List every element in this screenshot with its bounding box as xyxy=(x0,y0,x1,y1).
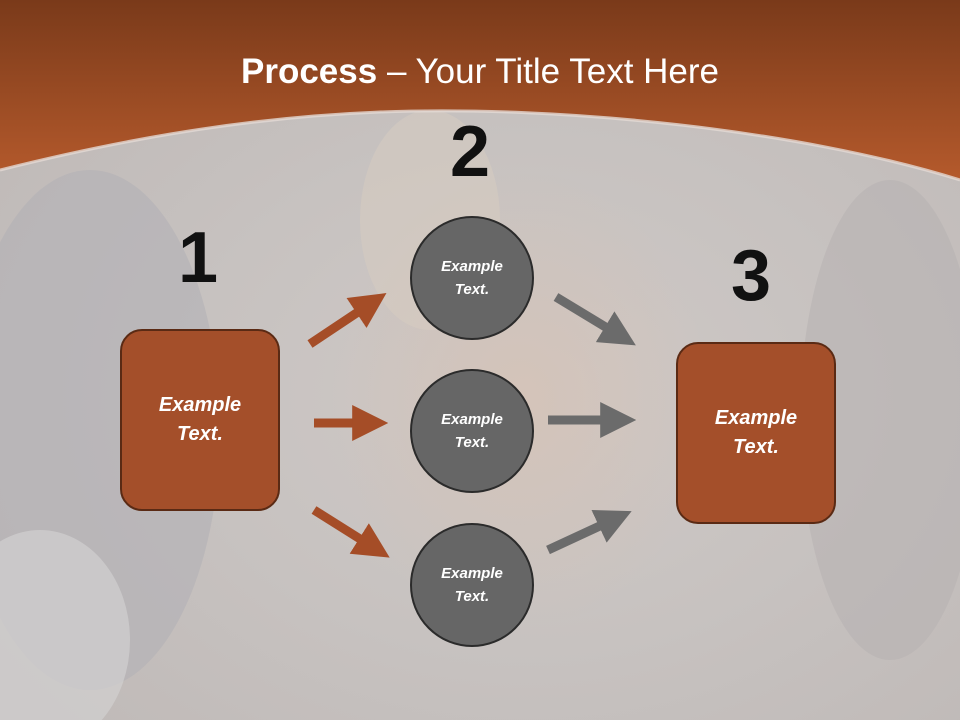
process-circle-middle[interactable]: Example Text. xyxy=(410,369,534,493)
arrow-left-to-top xyxy=(307,293,387,348)
arrow-bottom-to-right xyxy=(546,510,632,555)
header-band xyxy=(0,0,960,182)
process-circle-top[interactable]: Example Text. xyxy=(410,216,534,340)
process-box-right-label: Example Text. xyxy=(714,407,798,458)
title-rest: – Your Title Text Here xyxy=(377,52,719,91)
arrow-left-to-bottom xyxy=(311,506,390,558)
slide-title: Process – Your Title Text Here xyxy=(0,52,960,92)
title-bold: Process xyxy=(241,52,378,91)
process-circle-bottom[interactable]: Example Text. xyxy=(410,523,534,647)
process-box-left[interactable]: Example Text. xyxy=(120,329,280,511)
process-box-right[interactable]: Example Text. xyxy=(676,342,836,524)
process-box-left-label: Example Text. xyxy=(158,394,242,445)
process-circle-middle-label: Example Text. xyxy=(441,411,503,451)
step-number-1: 1 xyxy=(178,218,219,298)
arrow-top-to-right xyxy=(553,293,636,346)
process-circle-bottom-label: Example Text. xyxy=(441,565,503,605)
step-number-3: 3 xyxy=(731,236,772,316)
process-circle-top-label: Example Text. xyxy=(441,258,503,298)
step-number-2: 2 xyxy=(450,112,491,192)
